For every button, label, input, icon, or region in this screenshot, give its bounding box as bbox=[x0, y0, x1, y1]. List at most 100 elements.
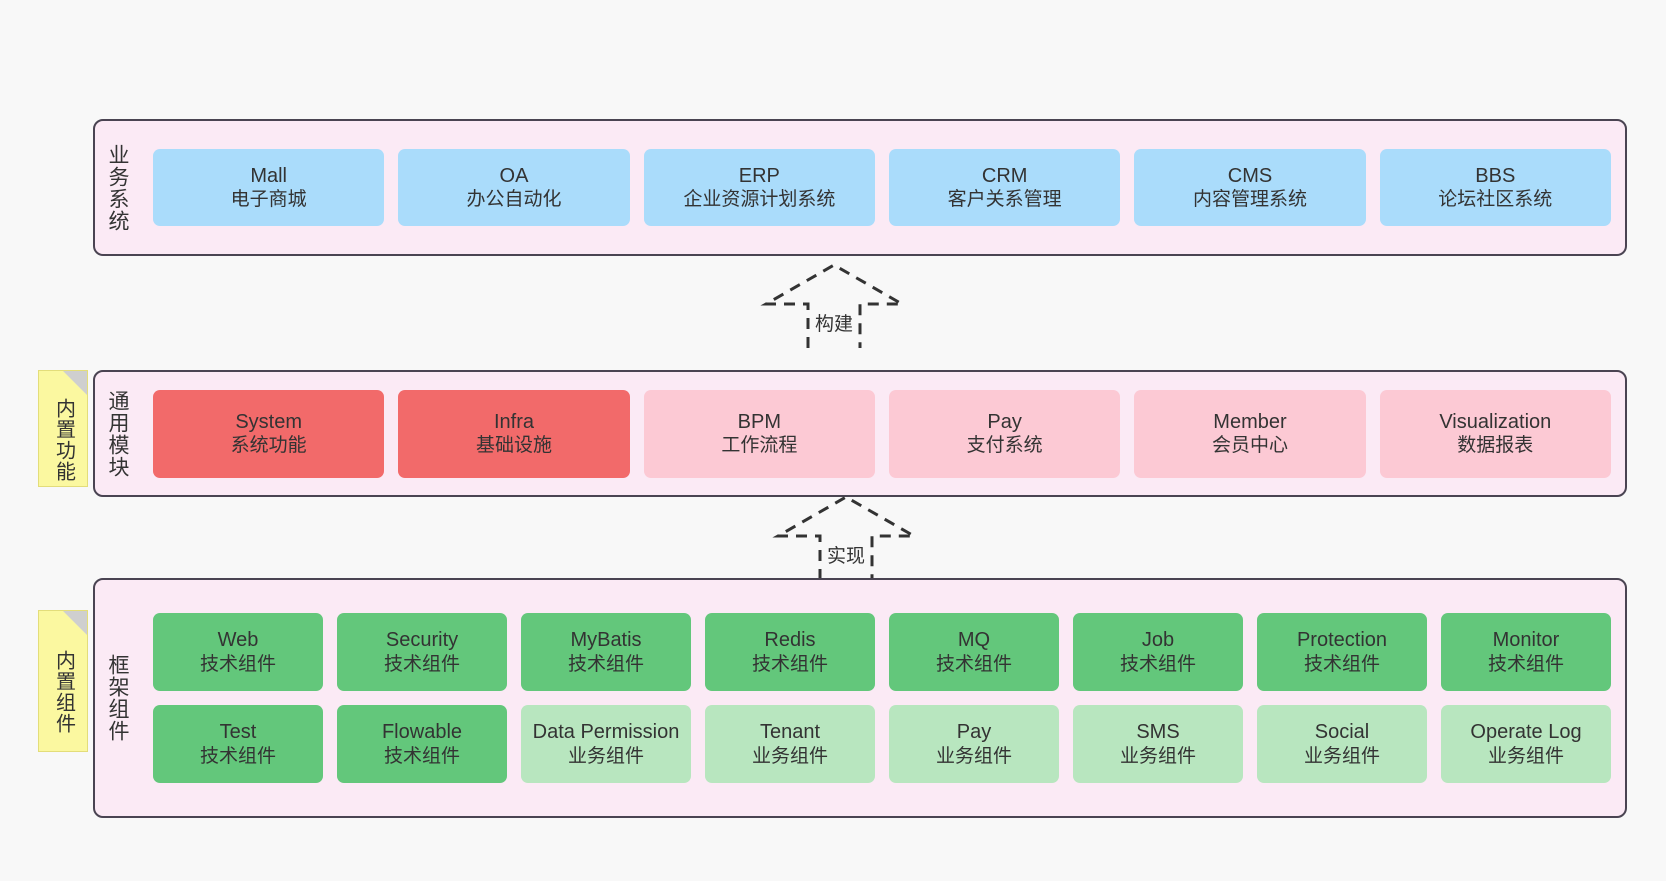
note-fold-corner bbox=[63, 371, 87, 395]
card-title: Security bbox=[385, 629, 459, 652]
layer-title-business-systems: 业务系统 bbox=[106, 143, 130, 232]
card-subtitle: 业务组件 bbox=[1119, 745, 1196, 767]
connector-build: 构建 bbox=[760, 262, 908, 348]
connector-build-label: 构建 bbox=[814, 314, 853, 335]
card-job[interactable]: Job 技术组件 bbox=[1073, 613, 1243, 691]
card-test[interactable]: Test 技术组件 bbox=[153, 705, 323, 783]
card-monitor[interactable]: Monitor 技术组件 bbox=[1441, 613, 1611, 691]
card-subtitle: 基础设施 bbox=[475, 435, 552, 457]
card-bbs[interactable]: BBS 论坛社区系统 bbox=[1379, 149, 1611, 226]
card-erp[interactable]: ERP 企业资源计划系统 bbox=[643, 149, 875, 226]
card-subtitle: 系统功能 bbox=[230, 435, 307, 457]
connector-implement-label: 实现 bbox=[826, 546, 865, 567]
card-social[interactable]: Social 业务组件 bbox=[1257, 705, 1427, 783]
layer-framework-components: 框架组件 Web 技术组件 Security 技术组件 MyBatis 技术组件… bbox=[93, 578, 1627, 818]
card-title: BBS bbox=[1475, 164, 1516, 187]
card-security[interactable]: Security 技术组件 bbox=[337, 613, 507, 691]
card-title: CRM bbox=[981, 164, 1028, 187]
card-subtitle: 技术组件 bbox=[751, 653, 828, 675]
build-arrow-icon bbox=[760, 263, 908, 348]
card-subtitle: 企业资源计划系统 bbox=[683, 189, 836, 211]
card-title: Infra bbox=[493, 410, 534, 433]
card-crm[interactable]: CRM 客户关系管理 bbox=[888, 149, 1121, 226]
card-title: SMS bbox=[1136, 721, 1180, 744]
note-builtin-components: 内置组件 bbox=[38, 610, 88, 752]
card-subtitle: 业务组件 bbox=[935, 745, 1012, 767]
card-title: System bbox=[235, 410, 302, 433]
layer-title-common-modules: 通用模块 bbox=[106, 389, 130, 478]
card-mall[interactable]: Mall 电子商城 bbox=[153, 149, 385, 226]
card-subtitle: 技术组件 bbox=[1119, 653, 1196, 675]
card-subtitle: 工作流程 bbox=[721, 435, 798, 457]
card-title: Mall bbox=[250, 164, 287, 187]
card-title: Job bbox=[1141, 629, 1175, 652]
layer-common-modules: 通用模块 System 系统功能 Infra 基础设施 BPM 工作流程 Pay… bbox=[93, 370, 1627, 497]
card-system[interactable]: System 系统功能 bbox=[153, 389, 385, 478]
card-pay-component[interactable]: Pay 业务组件 bbox=[889, 705, 1059, 783]
card-mq[interactable]: MQ 技术组件 bbox=[889, 613, 1059, 691]
card-title: Protection bbox=[1296, 629, 1388, 652]
card-subtitle: 技术组件 bbox=[383, 745, 460, 767]
card-subtitle: 业务组件 bbox=[1303, 745, 1380, 767]
card-title: Monitor bbox=[1492, 629, 1560, 652]
card-subtitle: 业务组件 bbox=[751, 745, 828, 767]
card-subtitle: 技术组件 bbox=[935, 653, 1012, 675]
card-title: Data Permission bbox=[532, 721, 680, 744]
card-title: Pay bbox=[956, 721, 992, 744]
card-title: Visualization bbox=[1439, 410, 1552, 433]
card-subtitle: 业务组件 bbox=[1487, 745, 1564, 767]
card-title: CMS bbox=[1227, 164, 1273, 187]
card-sms[interactable]: SMS 业务组件 bbox=[1073, 705, 1243, 783]
layer-body-common-modules: System 系统功能 Infra 基础设施 BPM 工作流程 Pay 支付系统… bbox=[139, 372, 1625, 495]
note-fold-corner bbox=[63, 611, 87, 635]
connector-implement: 实现 bbox=[772, 494, 920, 580]
card-subtitle: 技术组件 bbox=[199, 653, 276, 675]
card-title: MQ bbox=[957, 629, 991, 652]
note-builtin-components-label: 内置组件 bbox=[52, 650, 75, 734]
implement-arrow-icon bbox=[772, 495, 920, 580]
card-subtitle: 技术组件 bbox=[383, 653, 460, 675]
card-subtitle: 办公自动化 bbox=[466, 189, 562, 211]
card-oa[interactable]: OA 办公自动化 bbox=[398, 149, 630, 226]
card-title: Tenant bbox=[759, 721, 821, 744]
card-title: ERP bbox=[738, 164, 780, 187]
card-subtitle: 支付系统 bbox=[966, 435, 1043, 457]
card-subtitle: 技术组件 bbox=[1303, 653, 1380, 675]
card-subtitle: 技术组件 bbox=[199, 745, 276, 767]
framework-row-technical: Web 技术组件 Security 技术组件 MyBatis 技术组件 Redi… bbox=[153, 613, 1611, 691]
card-subtitle: 技术组件 bbox=[1487, 653, 1564, 675]
card-pay-module[interactable]: Pay 支付系统 bbox=[888, 389, 1121, 478]
card-tenant[interactable]: Tenant 业务组件 bbox=[705, 705, 875, 783]
layer-body-framework-components: Web 技术组件 Security 技术组件 MyBatis 技术组件 Redi… bbox=[139, 580, 1625, 816]
card-member[interactable]: Member 会员中心 bbox=[1134, 389, 1366, 478]
note-builtin-features: 内置功能 bbox=[38, 370, 88, 487]
card-operate-log[interactable]: Operate Log 业务组件 bbox=[1441, 705, 1611, 783]
card-title: Member bbox=[1213, 410, 1287, 433]
card-bpm[interactable]: BPM 工作流程 bbox=[643, 389, 875, 478]
card-title: OA bbox=[499, 164, 529, 187]
card-subtitle: 内容管理系统 bbox=[1192, 189, 1307, 211]
note-builtin-features-label: 内置功能 bbox=[52, 397, 75, 482]
card-title: Operate Log bbox=[1470, 721, 1582, 744]
card-data-permission[interactable]: Data Permission 业务组件 bbox=[521, 705, 691, 783]
card-subtitle: 电子商城 bbox=[230, 189, 307, 211]
card-subtitle: 论坛社区系统 bbox=[1438, 189, 1553, 211]
card-infra[interactable]: Infra 基础设施 bbox=[398, 389, 630, 478]
card-redis[interactable]: Redis 技术组件 bbox=[705, 613, 875, 691]
card-title: Web bbox=[217, 629, 259, 652]
card-subtitle: 会员中心 bbox=[1211, 435, 1288, 457]
card-protection[interactable]: Protection 技术组件 bbox=[1257, 613, 1427, 691]
card-visualization[interactable]: Visualization 数据报表 bbox=[1379, 389, 1611, 478]
card-cms[interactable]: CMS 内容管理系统 bbox=[1134, 149, 1366, 226]
card-flowable[interactable]: Flowable 技术组件 bbox=[337, 705, 507, 783]
card-mybatis[interactable]: MyBatis 技术组件 bbox=[521, 613, 691, 691]
card-subtitle: 数据报表 bbox=[1457, 435, 1534, 457]
layer-business-systems: 业务系统 Mall 电子商城 OA 办公自动化 ERP 企业资源计划系统 CRM… bbox=[93, 119, 1627, 256]
card-web[interactable]: Web 技术组件 bbox=[153, 613, 323, 691]
card-subtitle: 业务组件 bbox=[567, 745, 644, 767]
card-subtitle: 技术组件 bbox=[567, 653, 644, 675]
layer-title-framework-components: 框架组件 bbox=[106, 654, 130, 742]
card-title: Test bbox=[219, 721, 257, 744]
card-title: Redis bbox=[764, 629, 816, 652]
